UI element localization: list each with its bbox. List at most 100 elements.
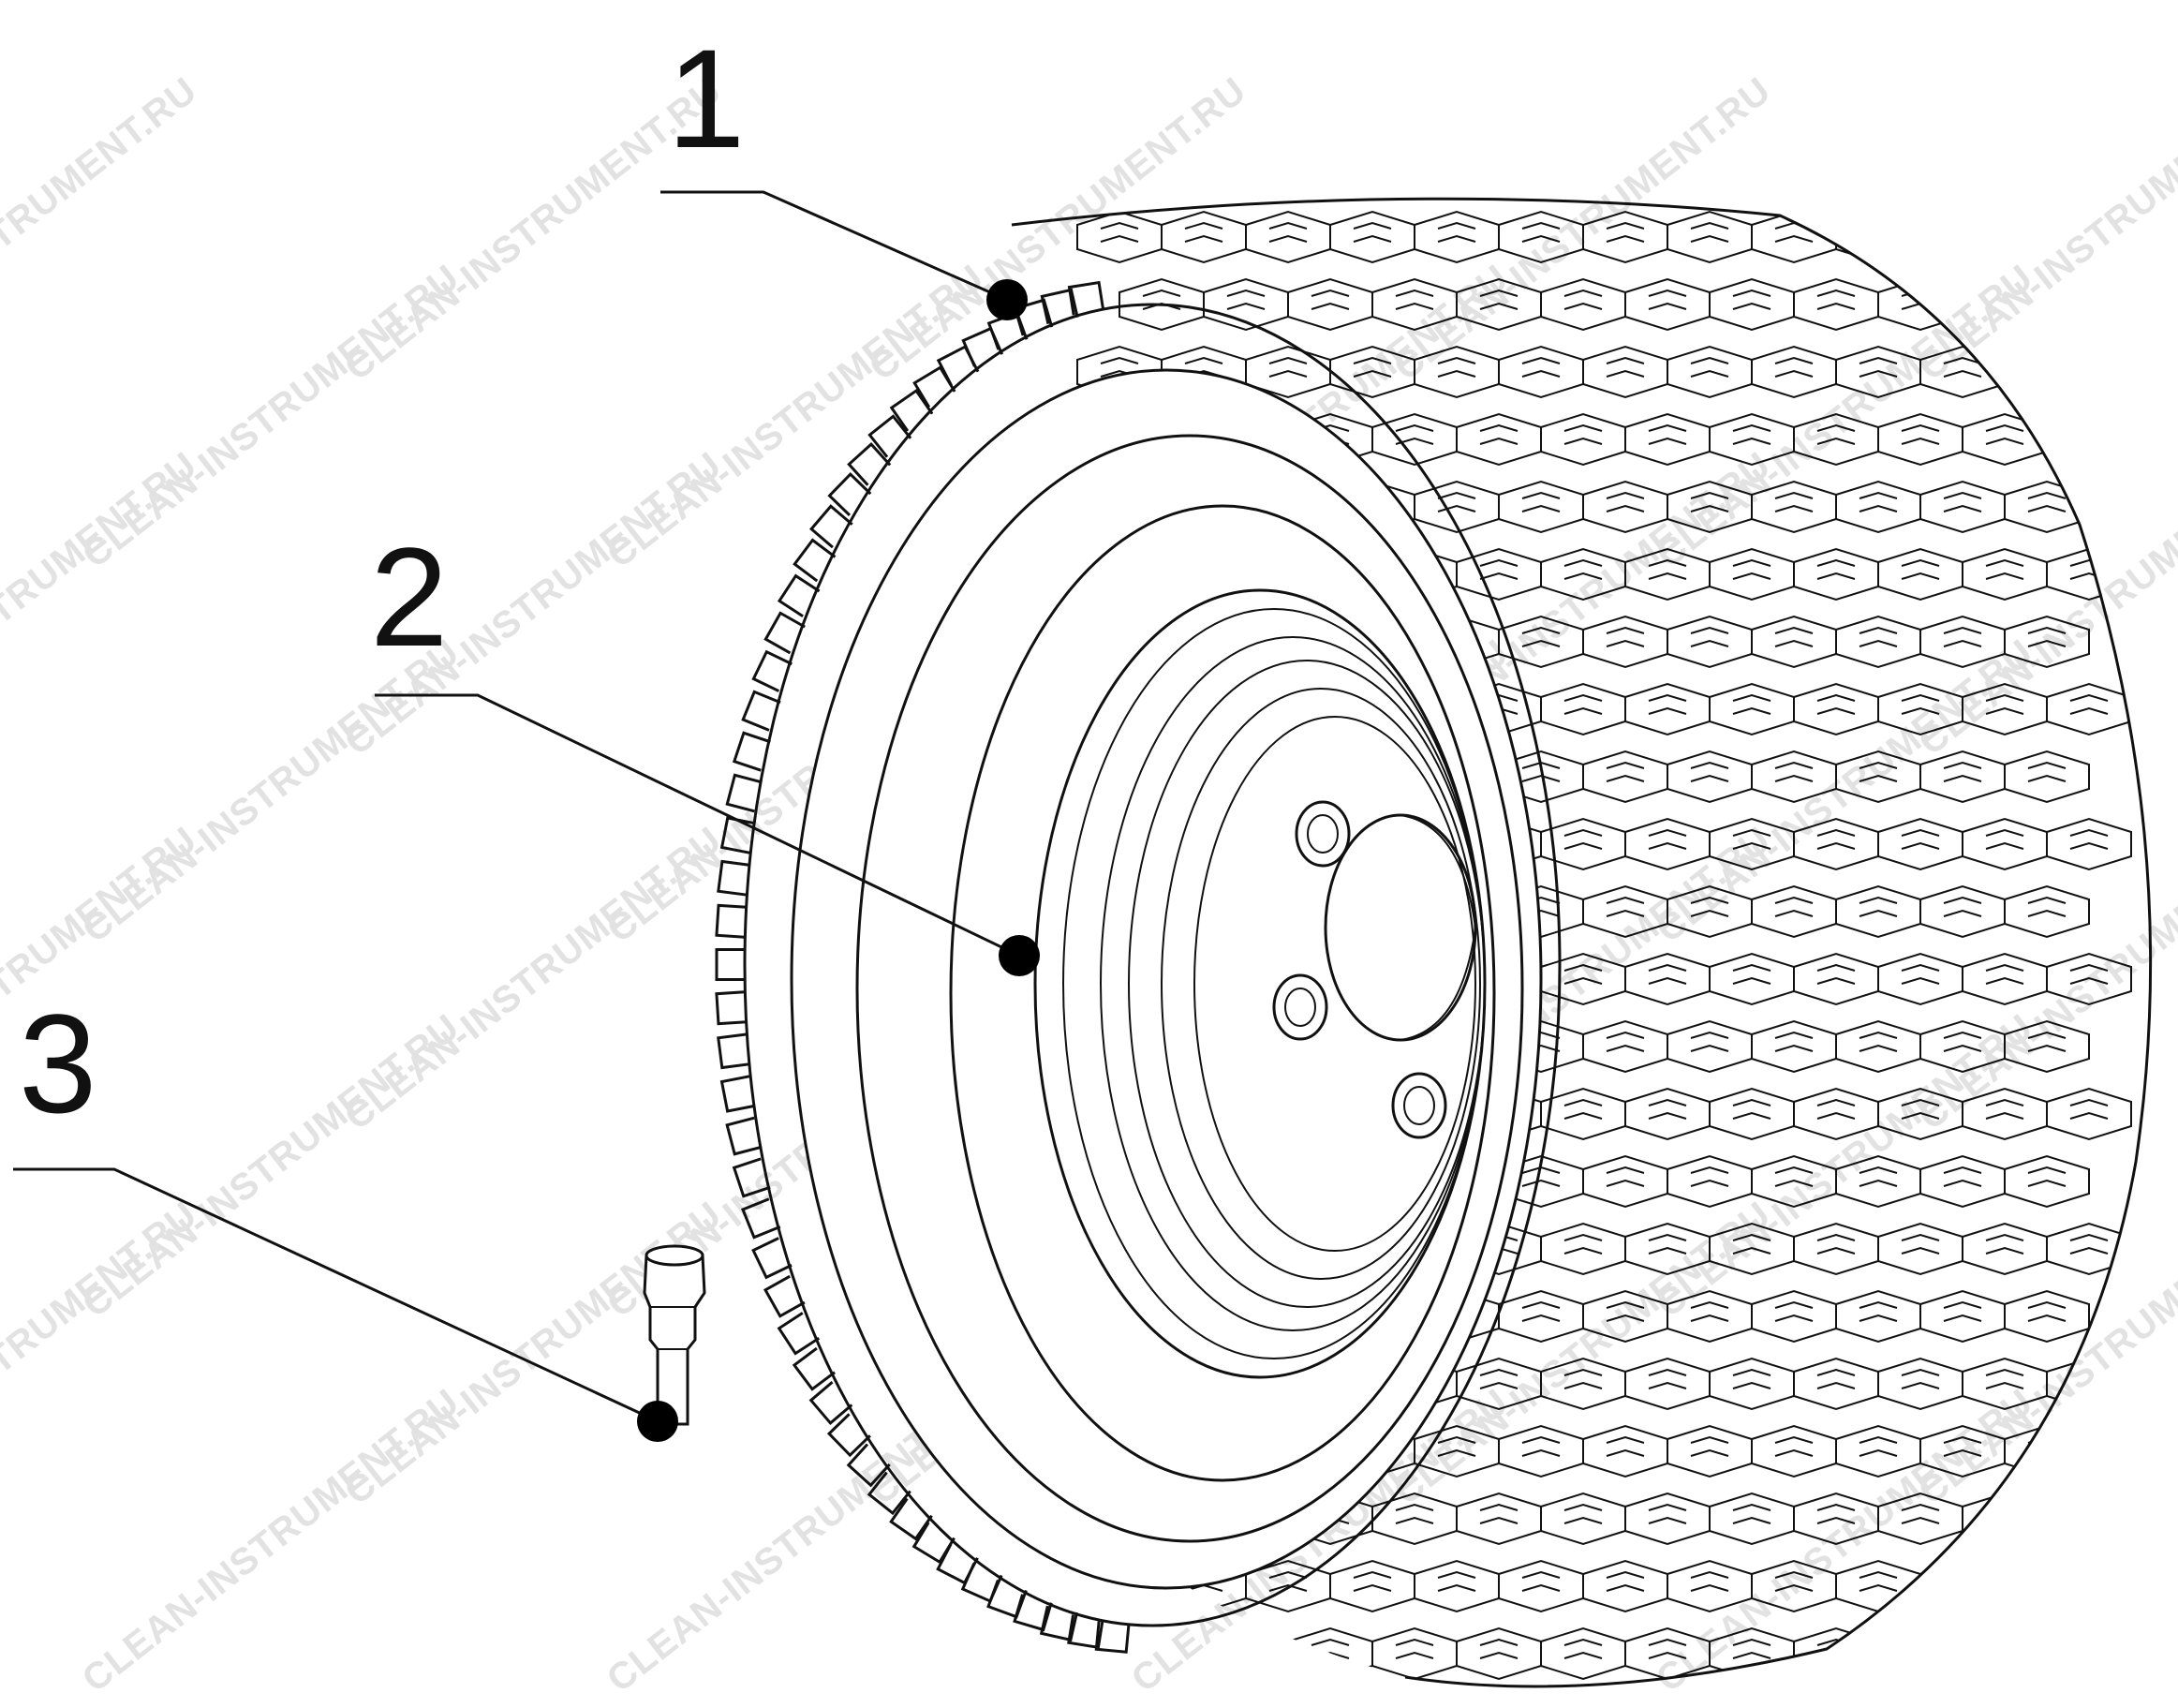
tread-block	[2046, 817, 2132, 871]
tread-block	[1582, 210, 1668, 264]
rim-outer-flange	[790, 368, 1543, 1590]
tread-block	[1919, 750, 2006, 804]
tread-block	[1667, 210, 1753, 264]
tread-block	[1709, 1492, 1795, 1546]
tire-knob	[725, 1116, 763, 1156]
tread-block	[1835, 1424, 1921, 1478]
tread-block	[1329, 345, 1415, 399]
tread-block	[1962, 952, 2048, 1006]
lug-hole	[1295, 800, 1351, 868]
tire-knob	[867, 414, 912, 458]
tire-knob	[763, 1274, 806, 1318]
tread-block	[1667, 1154, 1753, 1209]
tire-tread-outline	[1011, 197, 2153, 1688]
leader-line-2	[375, 693, 1020, 958]
tread-block	[1624, 1222, 1711, 1276]
tread-block	[2004, 884, 2090, 939]
tread-block	[1709, 682, 1795, 736]
tire-knob	[751, 649, 793, 692]
tread-block	[1793, 682, 1879, 736]
tread-block	[1076, 210, 1163, 264]
tread-block	[1919, 1559, 2006, 1613]
tread-block	[1582, 345, 1668, 399]
tire-sidewall-outer	[743, 303, 1562, 1627]
tread-block	[1667, 1424, 1753, 1478]
tread-block	[1751, 345, 1837, 399]
callout-number-3: 3	[19, 985, 97, 1142]
tread-block	[1877, 547, 1963, 602]
tread-block	[1540, 952, 1626, 1006]
tread-block	[1793, 1087, 1879, 1141]
leader-dot-2	[999, 935, 1040, 976]
tire-knob	[936, 1543, 979, 1585]
tread-block	[1414, 210, 1500, 264]
tread-block	[1456, 412, 1542, 467]
tread-block	[1624, 412, 1711, 467]
tire-knob	[732, 731, 771, 772]
tread-block	[1793, 1357, 1879, 1411]
tread-block	[1793, 1492, 1879, 1546]
tread-block	[2046, 1492, 2132, 1546]
tire-tread-knobs	[715, 280, 1131, 1654]
tire-knob	[715, 990, 747, 1026]
tread-block	[2004, 345, 2090, 399]
tread-block	[1540, 1087, 1626, 1141]
tire-knob	[1094, 1621, 1131, 1654]
tread-block	[1667, 345, 1753, 399]
tread-block	[1919, 345, 2006, 399]
tread-block	[1456, 1357, 1542, 1411]
tread-block	[1624, 952, 1711, 1006]
tread-block	[1751, 884, 1837, 939]
tread-block	[1245, 210, 1331, 264]
tread-block	[1835, 210, 1921, 264]
tread-block	[1456, 1492, 1542, 1546]
tread-block	[1667, 480, 1753, 534]
tread-block	[2004, 1154, 2090, 1209]
tread-block	[1203, 1626, 1289, 1681]
tire-knob	[732, 1157, 771, 1198]
wheel-rim	[790, 368, 1543, 1590]
tread-block	[1624, 817, 1711, 871]
tread-block	[1962, 1357, 2048, 1411]
tread-block	[1498, 210, 1584, 264]
leader-lines	[13, 190, 1020, 1423]
tire-knob	[793, 538, 837, 583]
tread-block	[1582, 1154, 1668, 1209]
tread-block	[2004, 210, 2090, 264]
tread-block	[1456, 277, 1542, 332]
tire-knob	[911, 1522, 956, 1565]
tread-block	[1709, 1087, 1795, 1141]
tread-block	[1962, 277, 2048, 332]
tire-knob	[826, 1413, 871, 1458]
tread-block	[2046, 1222, 2132, 1276]
tread-block	[1667, 615, 1753, 669]
tread-block	[1624, 1357, 1711, 1411]
valve-stem	[643, 1244, 706, 1426]
tread-block	[1582, 1289, 1668, 1344]
tread-block	[1709, 952, 1795, 1006]
tread-block	[1877, 1492, 1963, 1546]
tread-block	[1835, 750, 1921, 804]
tread-block	[1540, 682, 1626, 736]
tread-block	[1540, 412, 1626, 467]
tread-block	[2004, 1019, 2090, 1074]
tread-block	[1877, 1357, 1963, 1411]
tread-block	[1751, 1019, 1837, 1074]
tread-block	[1877, 817, 1963, 871]
tread-block	[1793, 547, 1879, 602]
tire-knob	[936, 345, 980, 387]
tire-knob	[847, 441, 892, 486]
tread-block	[1456, 1626, 1542, 1681]
tread-block	[2046, 952, 2132, 1006]
tread-block	[1498, 345, 1584, 399]
tread-block	[1329, 210, 1415, 264]
tread-block	[1456, 547, 1542, 602]
tread-block	[1624, 547, 1711, 602]
tire-knob	[1039, 1605, 1078, 1642]
tread-block	[1540, 1492, 1626, 1546]
tread-block	[1751, 480, 1837, 534]
tire-knob	[741, 1197, 781, 1240]
tread-block	[1414, 345, 1500, 399]
tread-block	[2046, 1626, 2132, 1681]
tread-block	[1540, 1357, 1626, 1411]
